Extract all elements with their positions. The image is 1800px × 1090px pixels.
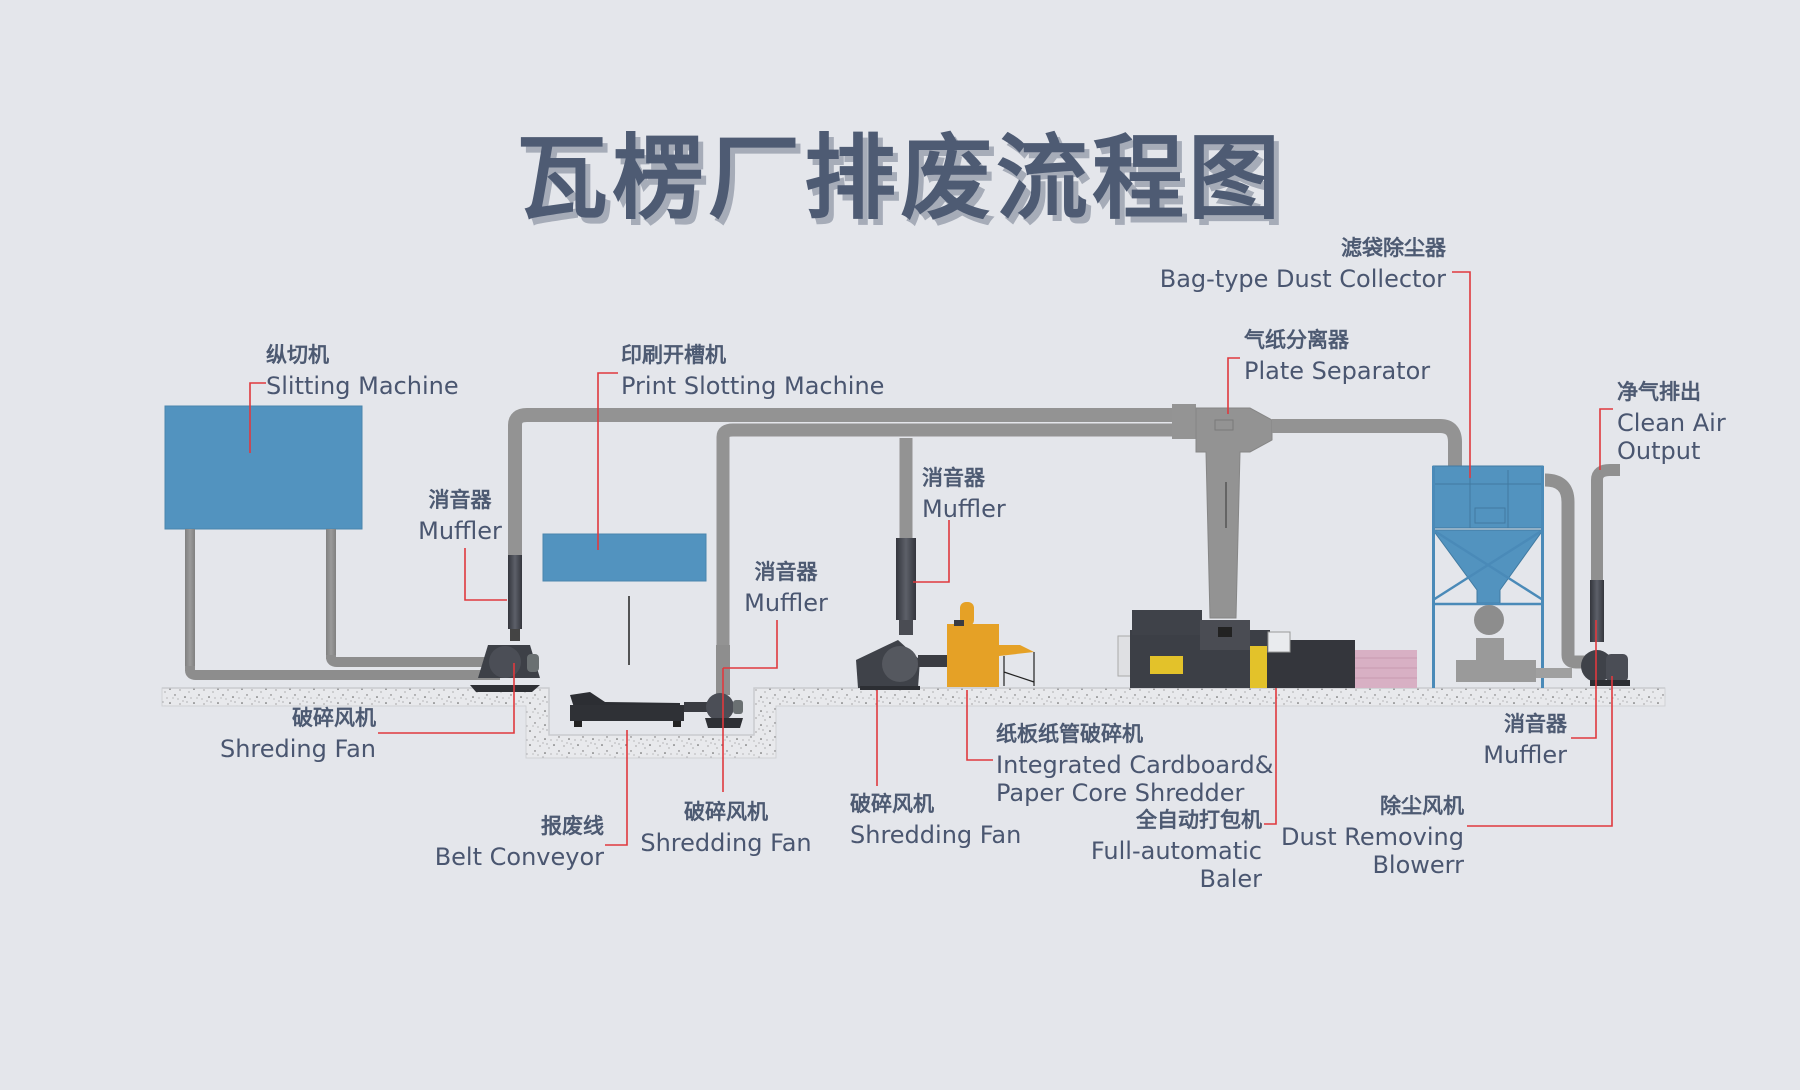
print-slotting-machine xyxy=(542,533,707,665)
slitting-machine xyxy=(164,405,500,680)
baler xyxy=(1117,610,1417,688)
dust-removing-blower xyxy=(1581,464,1630,686)
belt-conveyor-unit xyxy=(570,645,743,728)
leader-lines xyxy=(249,271,1613,846)
page-title: 瓦楞厂排废流程图 xyxy=(515,125,1284,232)
integrated-shredder xyxy=(947,602,1035,687)
shredding-fan-3-unit xyxy=(856,538,948,690)
bag-dust-collector xyxy=(1432,465,1590,688)
main-duct xyxy=(508,404,1462,645)
ground xyxy=(161,687,1666,759)
shreding-fan-1-unit xyxy=(470,555,540,692)
